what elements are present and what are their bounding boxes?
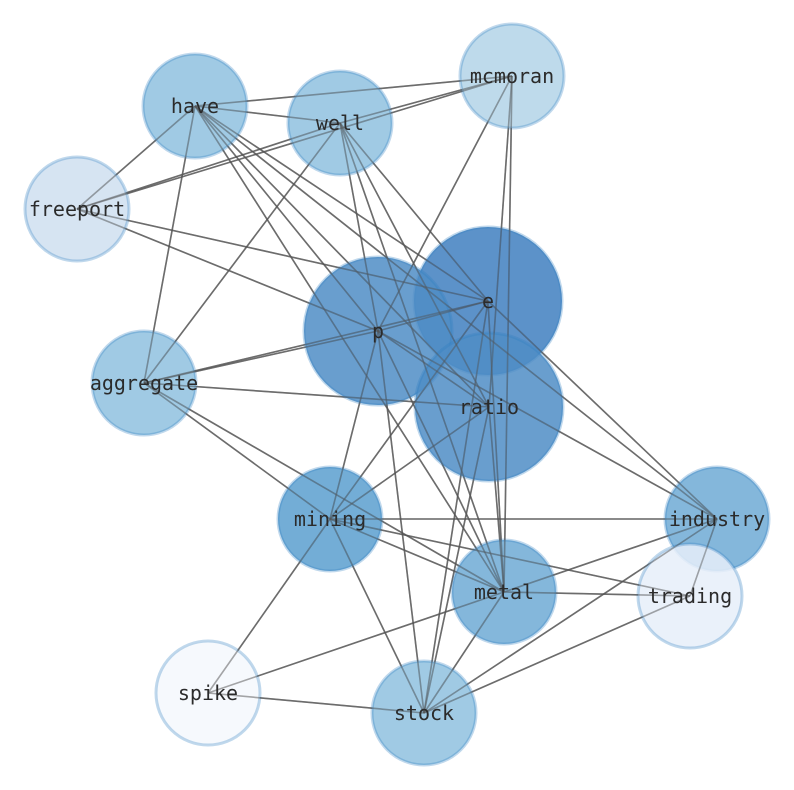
node-circle[interactable] <box>141 52 249 160</box>
node-label: freeport <box>29 197 125 221</box>
edge-mining-spike <box>207 518 331 694</box>
edge-well-metal <box>339 122 505 593</box>
edge-metal-spike <box>207 591 505 694</box>
edge-have-aggregate <box>143 105 196 384</box>
edge-e-industry <box>487 300 718 520</box>
node-label: well <box>316 111 364 135</box>
node-well[interactable] <box>286 69 394 177</box>
edge-well-aggregate <box>143 122 341 384</box>
node-aggregate[interactable] <box>90 329 198 437</box>
edge-well-aggregate <box>143 122 341 384</box>
node-circle[interactable] <box>450 538 558 646</box>
edge-mining-trading <box>329 518 691 597</box>
edge-p-mining <box>329 330 379 520</box>
edge-spike-stock <box>207 692 425 714</box>
edge-e-metal <box>487 300 505 593</box>
node-metal[interactable] <box>450 538 558 646</box>
edge-have-mcmoran <box>194 75 513 107</box>
edge-have-e <box>194 105 489 302</box>
edge-e-p <box>377 300 489 332</box>
edge-ratio-metal <box>488 406 505 593</box>
node-circle[interactable] <box>370 659 478 767</box>
node-label: mcmoran <box>470 64 554 88</box>
edge-p-metal <box>377 330 505 593</box>
edge-have-ratio <box>194 105 490 408</box>
node-circle[interactable] <box>302 255 454 407</box>
edge-ratio-stock <box>423 406 490 714</box>
node-stock[interactable] <box>370 659 478 767</box>
edge-e-mining <box>329 300 489 520</box>
edge-have-well <box>194 105 341 124</box>
node-mining[interactable] <box>276 465 384 573</box>
edge-metal-trading <box>503 591 691 597</box>
node-trading[interactable] <box>636 542 744 650</box>
edge-p-ratio <box>377 330 490 408</box>
node-label: stock <box>394 701 454 725</box>
edge-industry-trading <box>689 518 718 597</box>
edge-ratio-aggregate <box>143 382 490 408</box>
edge-mining-stock <box>329 518 425 714</box>
edge-e-stock <box>423 300 489 714</box>
edge-metal-spike <box>207 591 505 694</box>
node-ratio[interactable] <box>413 331 565 483</box>
edge-mcmoran-ratio <box>488 75 513 408</box>
edge-mcmoran-freeport <box>76 75 513 210</box>
edge-well-ratio <box>339 122 490 408</box>
edge-well-p <box>339 122 379 332</box>
node-freeport[interactable] <box>23 155 131 263</box>
node-label: e <box>482 289 494 313</box>
edge-well-mcmoran <box>339 75 513 124</box>
edge-aggregate-mining <box>143 382 331 520</box>
node-circle[interactable] <box>413 331 565 483</box>
edge-e-aggregate <box>143 300 489 384</box>
edge-metal-stock <box>423 591 505 714</box>
edges-overlay <box>76 75 718 714</box>
node-label: trading <box>648 584 732 608</box>
edge-freeport-p <box>76 208 379 332</box>
node-label: p <box>372 319 384 343</box>
node-have[interactable] <box>141 52 249 160</box>
edge-industry-stock <box>423 518 718 714</box>
node-label: mining <box>294 507 366 531</box>
node-circle[interactable] <box>90 329 198 437</box>
node-circle[interactable] <box>23 155 131 263</box>
edge-ratio-mining <box>329 406 490 520</box>
edge-aggregate-metal <box>143 382 505 593</box>
node-spike[interactable] <box>154 639 262 747</box>
edge-industry-metal <box>503 518 718 593</box>
node-label: industry <box>669 507 765 531</box>
edge-freeport-e <box>76 208 489 302</box>
edge-mining-metal <box>329 518 505 593</box>
node-circle[interactable] <box>636 542 744 650</box>
node-circle[interactable] <box>286 69 394 177</box>
node-p[interactable] <box>302 255 454 407</box>
edge-p-industry <box>377 330 718 520</box>
edge-have-freeport <box>76 105 196 210</box>
node-label: have <box>171 94 219 118</box>
node-label: aggregate <box>90 371 198 395</box>
edge-mcmoran-metal <box>503 75 513 593</box>
edge-p-aggregate <box>143 330 379 384</box>
node-label: ratio <box>459 395 519 419</box>
edge-mcmoran-p <box>377 75 513 332</box>
nodes-layer <box>23 22 771 767</box>
edge-p-stock <box>377 330 425 714</box>
node-label: metal <box>474 580 534 604</box>
node-mcmoran[interactable] <box>458 22 566 130</box>
edge-have-metal <box>194 105 505 593</box>
edge-have-p <box>194 105 379 332</box>
edge-trading-stock <box>423 595 691 714</box>
node-circle[interactable] <box>276 465 384 573</box>
edge-have-industry <box>194 105 718 520</box>
node-circle[interactable] <box>154 639 262 747</box>
node-circle[interactable] <box>458 22 566 130</box>
edge-well-e <box>339 122 489 302</box>
node-label: spike <box>178 681 238 705</box>
edge-well-freeport <box>76 122 341 210</box>
